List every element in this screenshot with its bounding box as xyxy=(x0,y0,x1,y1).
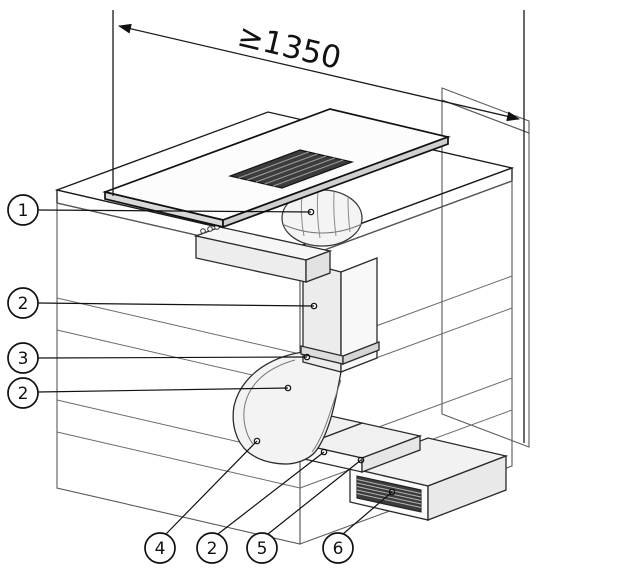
silencer-front-right-face xyxy=(427,455,507,521)
callouts-left: 1 2 3 2 xyxy=(7,194,318,409)
leader-dot-2c xyxy=(320,448,328,456)
vent-grille-slats xyxy=(238,151,344,187)
callout-label-5: 5 xyxy=(257,539,268,559)
leader-line-4 xyxy=(165,440,258,535)
callouts-bottom: 4 2 5 6 xyxy=(144,437,396,564)
callout-circle-2b xyxy=(7,377,39,409)
dimension-label: ≥1350 xyxy=(234,18,344,77)
vertical-duct xyxy=(300,257,380,373)
leader-dot-5 xyxy=(357,456,365,464)
callout-circle-3 xyxy=(7,342,39,374)
wall xyxy=(441,87,530,448)
callout-label-6: 6 xyxy=(333,539,344,559)
leader-dot-2 xyxy=(310,302,318,310)
callout-label-1: 1 xyxy=(18,201,29,221)
leader-line-3 xyxy=(37,356,308,359)
wall-front-face xyxy=(441,99,530,448)
duct-elbow-inner-line xyxy=(311,379,342,453)
duct-elbow-outer-line xyxy=(243,359,296,445)
blower-control-box xyxy=(193,224,333,283)
leader-dot-2b xyxy=(284,384,292,392)
dimension-line xyxy=(118,23,520,122)
leader-line-2c xyxy=(217,451,325,535)
leader-line-1 xyxy=(37,209,312,213)
leader-dot-1 xyxy=(307,208,315,216)
silencer-grille-slats xyxy=(356,479,422,508)
flat-duct-segment-b xyxy=(301,422,423,473)
cooktop-edge-right xyxy=(222,135,449,229)
callout-circle-2c xyxy=(196,532,228,564)
duct-elbow xyxy=(232,351,342,465)
callout-circle-6 xyxy=(322,532,354,564)
silencer-box xyxy=(347,437,509,521)
callout-circle-1 xyxy=(7,194,39,226)
callout-label-2b: 2 xyxy=(18,384,29,404)
callout-label-4: 4 xyxy=(155,539,166,559)
duct-clamp-right xyxy=(342,341,380,365)
callout-circle-2 xyxy=(7,287,39,319)
leader-line-5 xyxy=(267,459,362,535)
duct-elbow-body xyxy=(232,351,342,465)
callout-label-2c: 2 xyxy=(207,539,218,559)
leader-dot-3 xyxy=(303,353,311,361)
callout-circle-4 xyxy=(144,532,176,564)
leader-dot-4 xyxy=(253,437,261,445)
wall-top-face xyxy=(441,87,530,134)
cooktop xyxy=(102,108,451,229)
leader-line-6 xyxy=(342,491,393,535)
callout-circle-5 xyxy=(246,532,278,564)
leader-line-2 xyxy=(37,302,315,307)
flat-duct-b-right xyxy=(361,435,421,473)
callout-label-3: 3 xyxy=(18,349,29,369)
control-box-right xyxy=(305,250,331,283)
leader-line-2b xyxy=(37,387,289,393)
leader-dot-6 xyxy=(388,488,396,496)
dome-base-curve xyxy=(281,223,363,234)
vertical-duct-right-face xyxy=(340,257,378,373)
callout-label-2: 2 xyxy=(18,294,29,314)
